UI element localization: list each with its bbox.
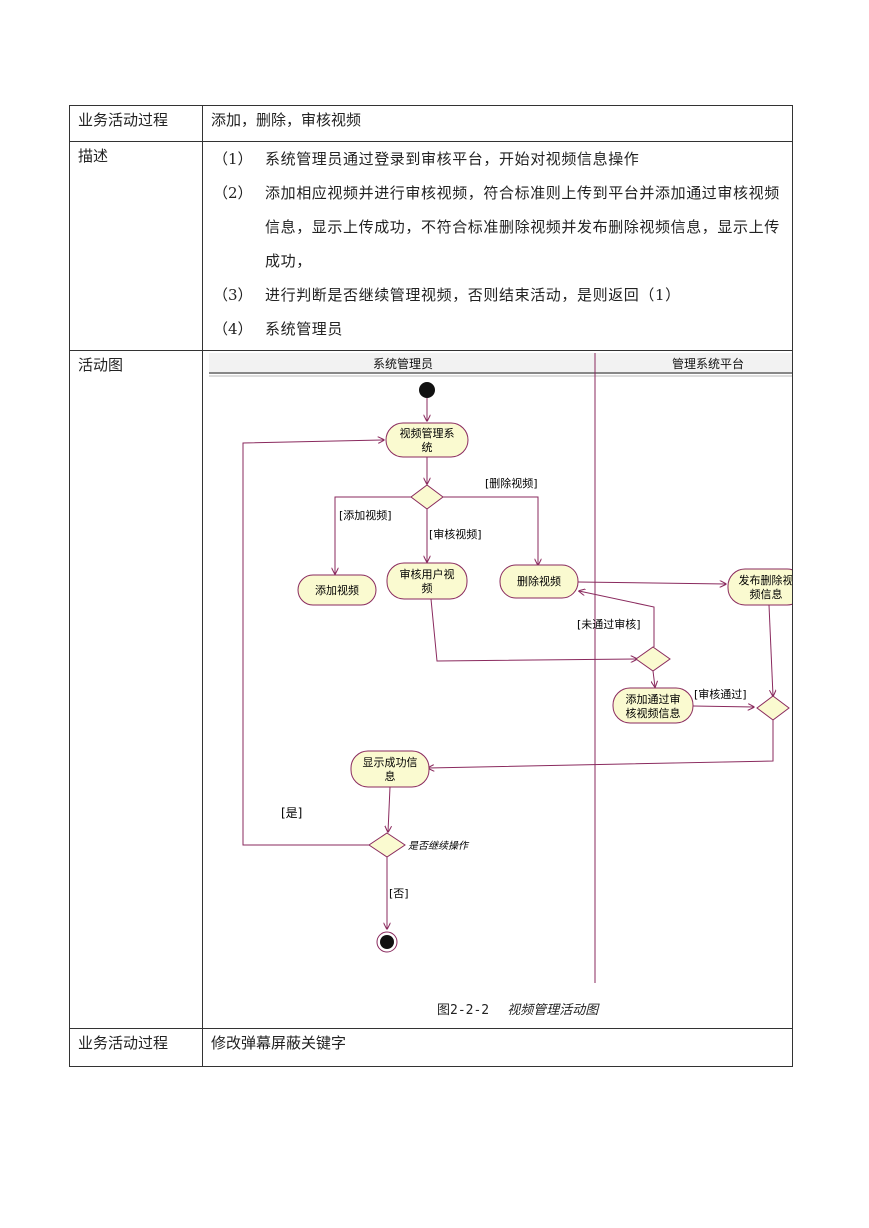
- guard-passed: [审核通过]: [694, 687, 747, 701]
- lane-title-platform: 管理系统平台: [672, 356, 744, 371]
- lane-header-bg: [209, 353, 792, 373]
- row-label: 描述: [69, 141, 203, 351]
- figure-caption: 图2-2-2 视频管理活动图: [437, 999, 598, 1018]
- figure-number: 图2-2-2: [437, 1003, 490, 1018]
- decision-node: [410, 484, 444, 510]
- row-label: 活动图: [69, 350, 203, 1029]
- guard-delete: [删除视频]: [485, 476, 538, 490]
- action-review-video: [386, 562, 468, 600]
- description-item: （1） 系统管理员通过登录到审核平台，开始对视频信息操作: [209, 142, 792, 176]
- description-item: （3） 进行判断是否继续管理视频，否则结束活动，是则返回（1）: [209, 278, 792, 312]
- row-value: 修改弹幕屏蔽关键字: [202, 1028, 793, 1067]
- flow-arrow: [692, 706, 754, 707]
- description-text: 添加相应视频并进行审核视频，符合标准则上传到平台并添加通过审核视频信息，显示上传…: [265, 184, 780, 270]
- description-number: （2）: [213, 184, 253, 202]
- row-label: 业务活动过程: [69, 105, 203, 142]
- flow-arrow: [443, 496, 538, 565]
- description-text: 系统管理员: [265, 320, 344, 338]
- description-cell: （1） 系统管理员通过登录到审核平台，开始对视频信息操作 （2） 添加相应视频并…: [202, 141, 793, 351]
- flow-arrow-loop: [242, 440, 384, 846]
- flow-arrow: [577, 582, 726, 584]
- node-label: 频信息: [750, 587, 783, 601]
- decision-continue: [368, 832, 406, 858]
- table-row: 描述 （1） 系统管理员通过登录到审核平台，开始对视频信息操作 （2） 添加相应…: [69, 141, 793, 351]
- node-label: 显示成功信: [363, 756, 418, 769]
- business-table: 业务活动过程 添加，删除，审核视频 描述 （1） 系统管理员通过登录到审核平台，…: [69, 105, 793, 1067]
- merge-node: [756, 695, 790, 721]
- node-label: 添加视频: [315, 583, 359, 597]
- description-item: （2） 添加相应视频并进行审核视频，符合标准则上传到平台并添加通过审核视频信息，…: [209, 176, 792, 278]
- flow-arrow: [579, 591, 655, 647]
- node-label: 视频管理系: [400, 426, 455, 440]
- node-label: 审核用户视: [400, 567, 455, 581]
- node-label: 核视频信息: [626, 706, 681, 720]
- flow-arrow: [388, 786, 390, 832]
- node-label: 删除视频: [517, 574, 561, 588]
- node-label: 发布删除视: [739, 573, 793, 587]
- node-label: 频: [422, 581, 433, 595]
- description-item: （4） 系统管理员: [209, 312, 792, 346]
- guard-add: [添加视频]: [339, 508, 392, 522]
- description-number: （4）: [213, 320, 253, 338]
- figure-title: 视频管理活动图: [507, 1003, 599, 1018]
- lane-title-admin: 系统管理员: [373, 356, 433, 371]
- description-number: （1）: [213, 150, 253, 168]
- node-label: 添加通过审: [626, 692, 681, 706]
- table-row: 业务活动过程 修改弹幕屏蔽关键字: [69, 1028, 793, 1067]
- end-node-inner: [380, 935, 394, 949]
- table-row: 业务活动过程 添加，删除，审核视频: [69, 105, 793, 142]
- table-row: 活动图 系统管理员 管理系统平台 视: [69, 350, 793, 1029]
- flow-arrow: [653, 670, 655, 687]
- start-node: [419, 382, 435, 398]
- guard-not-passed: [未通过审核]: [577, 617, 641, 631]
- action-add-video: [297, 574, 377, 606]
- guard-review: [审核视频]: [429, 527, 482, 541]
- node-label: 统: [422, 441, 433, 454]
- node-label: 息: [385, 769, 396, 783]
- flow-arrow: [428, 720, 774, 768]
- row-value: 添加，删除，审核视频: [202, 105, 793, 142]
- row-label: 业务活动过程: [69, 1028, 203, 1067]
- activity-diagram-cell: 系统管理员 管理系统平台 视频管理系 统 [删除视频] [添加视频] [审核视频…: [202, 350, 793, 1029]
- decision-label: 是否继续操作: [408, 840, 470, 852]
- flow-arrow: [768, 604, 773, 696]
- flow-arrow: [430, 598, 637, 661]
- action-delete-video: [499, 564, 579, 599]
- guard-yes: [是]: [281, 806, 302, 820]
- decision-node-review: [635, 646, 671, 672]
- guard-no: [否]: [389, 887, 409, 900]
- description-text: 进行判断是否继续管理视频，否则结束活动，是则返回（1）: [265, 286, 681, 304]
- description-number: （3）: [213, 286, 253, 304]
- activity-diagram: 系统管理员 管理系统平台 视频管理系 统 [删除视频] [添加视频] [审核视频…: [209, 353, 793, 983]
- action-publish-delete-info: [727, 568, 792, 606]
- flow-arrow: [335, 496, 411, 574]
- description-text: 系统管理员通过登录到审核平台，开始对视频信息操作: [265, 150, 640, 168]
- action-add-passed-info: [612, 687, 694, 724]
